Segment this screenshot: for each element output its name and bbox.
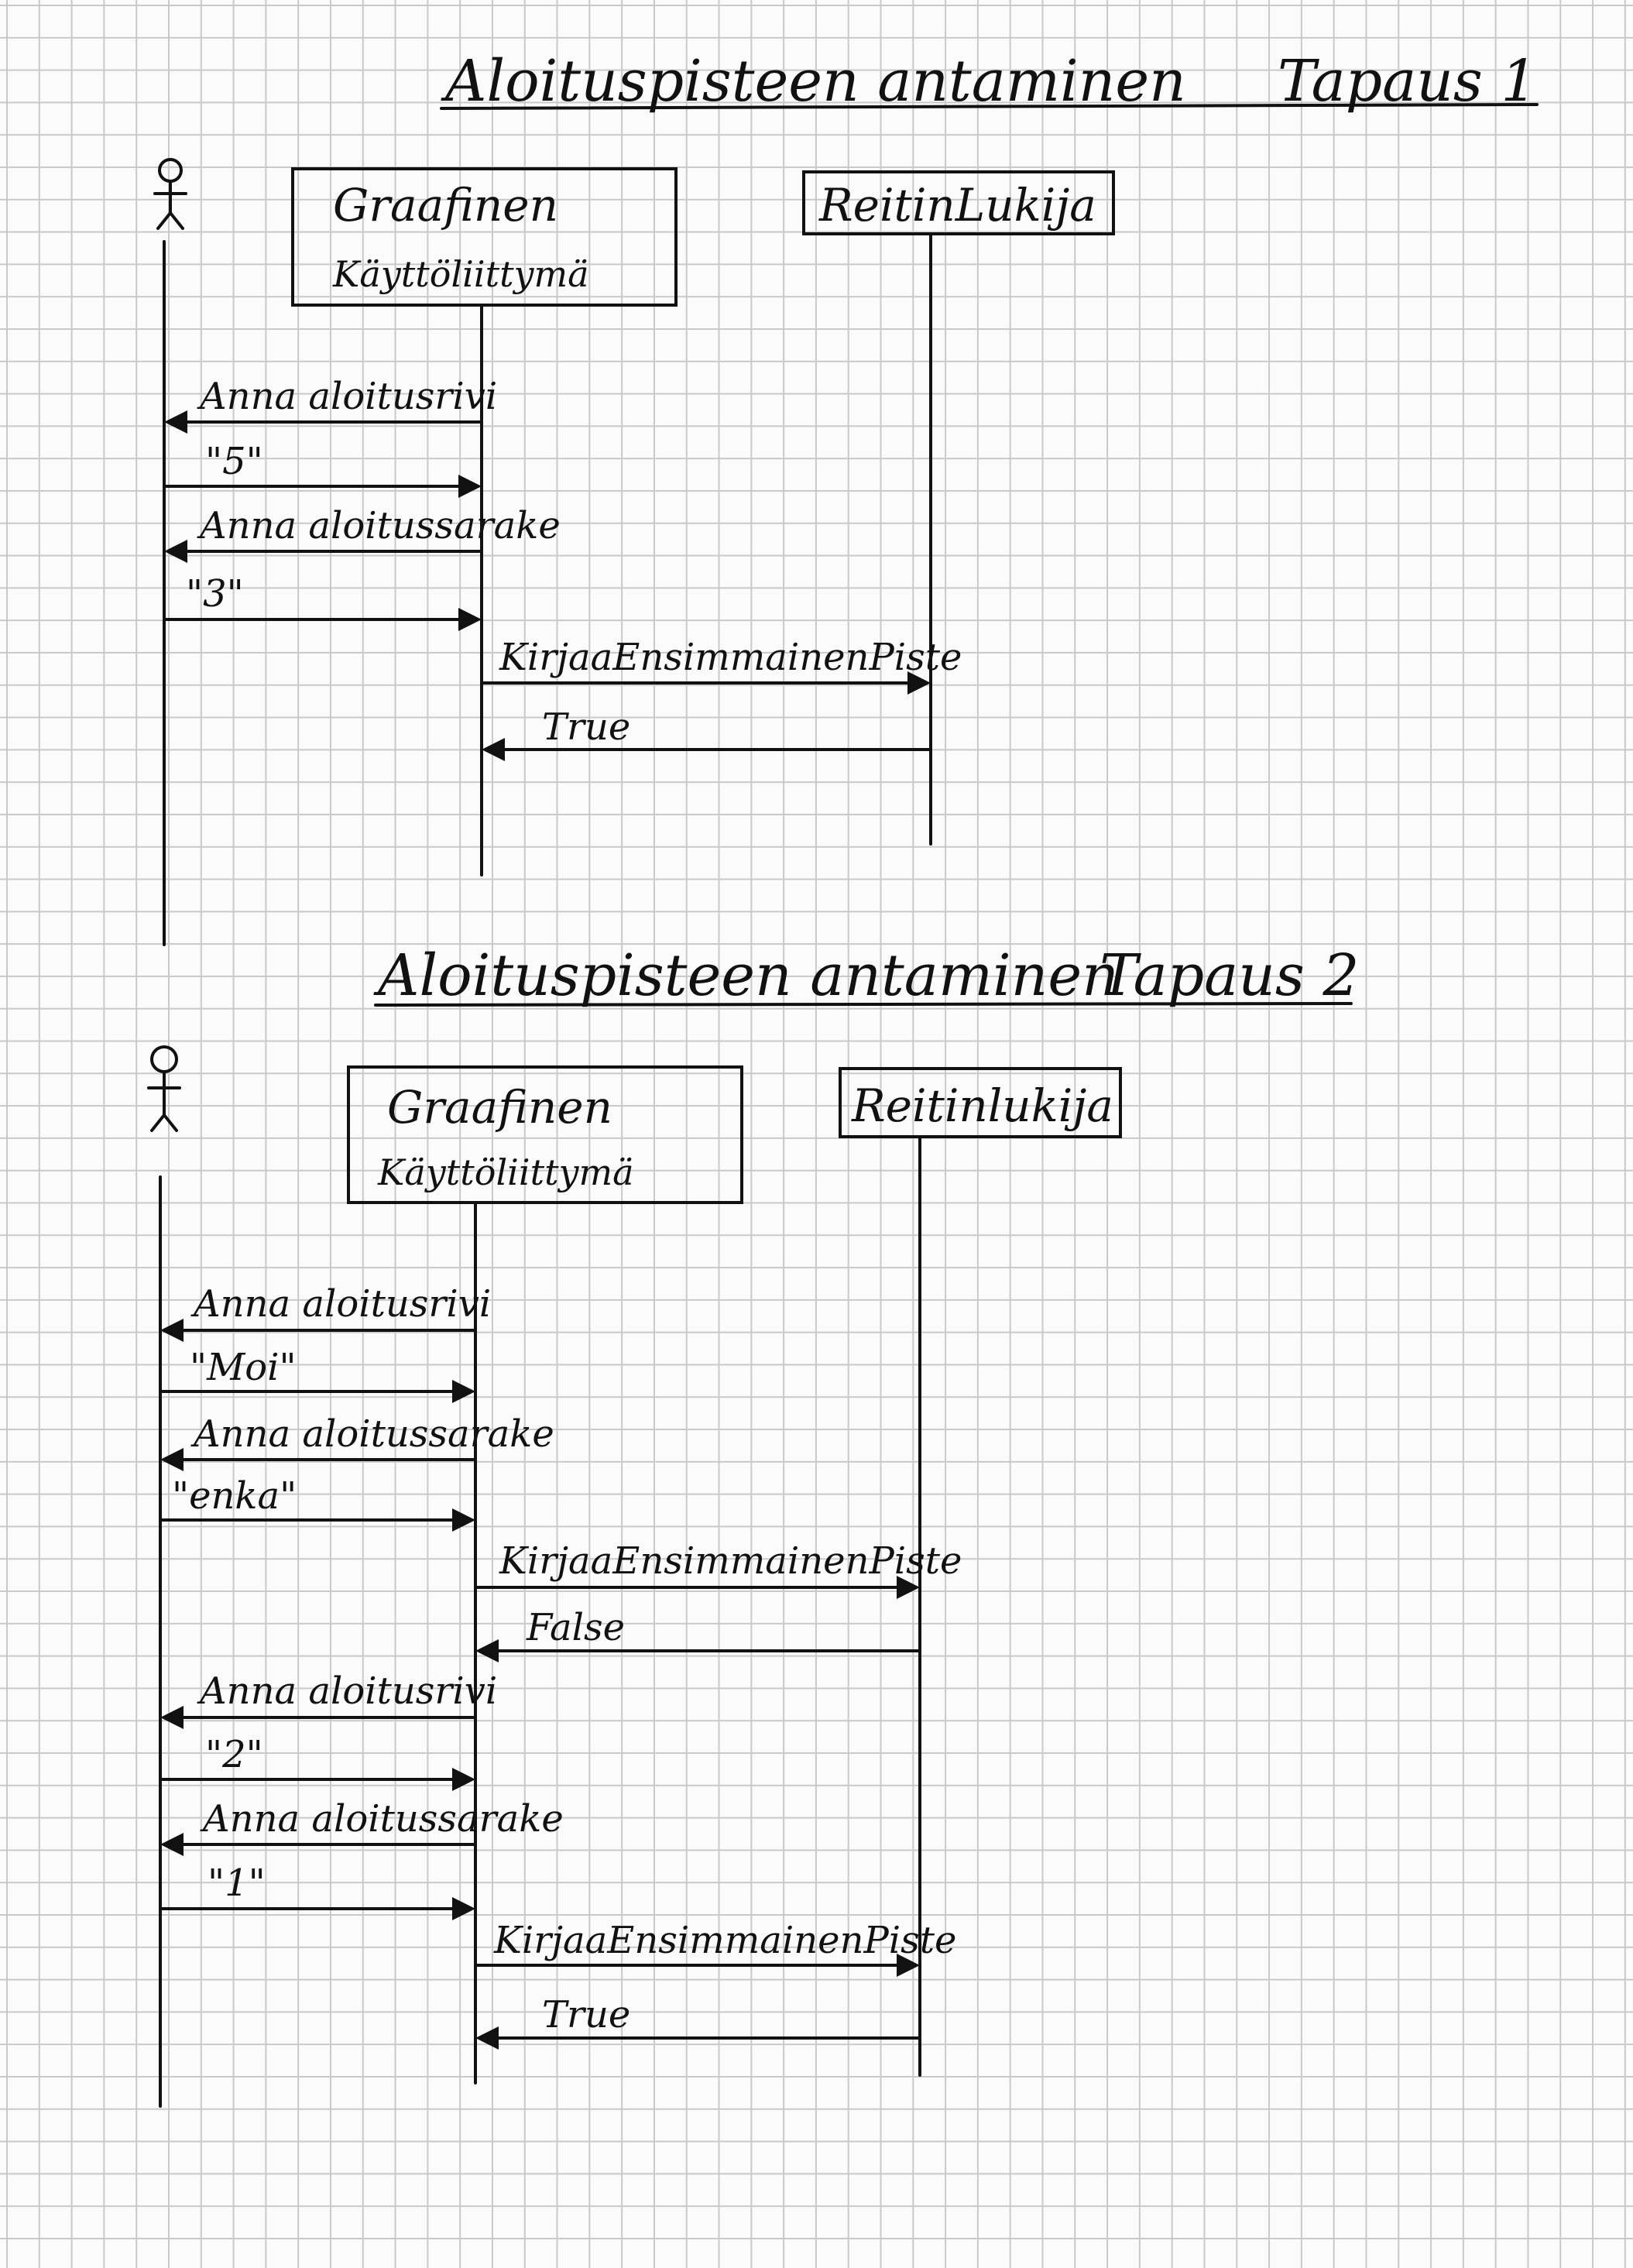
diagram-2-message-label: "2" [205, 1733, 263, 1776]
diagram-2-message: KirjaaEnsimmainenPiste [474, 1539, 962, 1599]
diagram-2-message: Anna aloitusrivi [160, 1282, 491, 1342]
diagram-2-message: Anna aloitusrivi [160, 1669, 497, 1729]
diagram-2-message: KirjaaEnsimmainenPiste [474, 1919, 956, 1977]
diagram-2: Aloituspisteen antaminen Tapaus 2 Graafi… [147, 942, 1359, 2108]
diagram-2-message-label: KirjaaEnsimmainenPiste [499, 1539, 962, 1583]
diagram-1-gui-label-line2: Käyttöliittymä [332, 253, 589, 295]
diagram-1-message-label: KirjaaEnsimmainenPiste [499, 636, 962, 679]
diagram-1-message-label: "3" [186, 572, 244, 616]
diagram-2-case-label: Tapaus 2 [1100, 942, 1359, 1009]
diagram-2-message: True [475, 1993, 921, 2050]
diagram-2-gui-label-line1: Graafinen [387, 1081, 612, 1134]
diagram-2-gui-box [347, 1065, 743, 1204]
diagram-1: Aloituspisteen antaminen Tapaus 1 Graafi… [153, 48, 1539, 946]
diagram-1-title: Aloituspisteen antaminen [441, 48, 1186, 115]
diagram-2-message: "enka" [159, 1474, 475, 1532]
diagram-2-message-label: Anna aloitusrivi [190, 1282, 491, 1326]
diagram-1-actor-icon [153, 158, 187, 230]
diagram-2-message-label: False [526, 1606, 625, 1649]
diagram-2-title-underline [374, 1002, 1353, 1007]
diagram-1-reader-label: ReitinLukija [818, 179, 1096, 232]
diagram-2-message: Anna aloitussarake [160, 1412, 554, 1471]
diagram-2-message: False [475, 1606, 921, 1662]
diagram-2-message: "2" [159, 1733, 475, 1791]
diagram-2-message: Anna aloitussarake [160, 1797, 564, 1856]
diagram-1-message-label: Anna aloitusrivi [197, 375, 497, 418]
diagram-1-reader-box [802, 170, 1115, 235]
diagram-2-reader-box [839, 1067, 1122, 1138]
diagram-1-message: True [482, 705, 932, 761]
diagram-2-message-label: "1" [208, 1861, 266, 1905]
diagram-2-message-label: Anna aloitussarake [200, 1797, 564, 1841]
diagram-2-message-label: "enka" [172, 1474, 297, 1518]
diagram-1-message: "5" [163, 440, 482, 498]
diagram-2-title: Aloituspisteen antaminen [373, 942, 1119, 1009]
diagram-1-gui-label-line1: Graafinen [333, 179, 558, 232]
diagram-1-title-underline [440, 103, 1539, 110]
diagram-2-message: "1" [159, 1861, 475, 1920]
diagram-2-message-label: Anna aloitussarake [190, 1412, 554, 1456]
diagram-2-reader-label: Reitinlukija [851, 1079, 1113, 1132]
diagram-1-message: "3" [163, 572, 482, 631]
diagram-1-message-label: Anna aloitussarake [197, 504, 561, 547]
diagram-1-message-label: "5" [205, 440, 263, 483]
diagram-2-gui-label-line2: Käyttöliittymä [377, 1151, 634, 1193]
diagram-2-message-label: Anna aloitusrivi [197, 1669, 497, 1713]
diagram-1-message: Anna aloitusrivi [164, 375, 497, 434]
diagram-2-actor-icon [147, 1045, 181, 1132]
diagram-2-message-label: KirjaaEnsimmainenPiste [493, 1919, 956, 1962]
diagram-1-message: KirjaaEnsimmainenPiste [480, 636, 962, 695]
diagram-1-message-label: True [542, 705, 630, 749]
diagram-2-message-label: True [542, 1993, 630, 2036]
diagram-1-message: Anna aloitussarake [164, 504, 561, 563]
diagram-2-message-label: "Moi" [190, 1346, 297, 1389]
diagram-2-message: "Moi" [159, 1346, 475, 1403]
diagram-1-gui-box [291, 167, 678, 307]
